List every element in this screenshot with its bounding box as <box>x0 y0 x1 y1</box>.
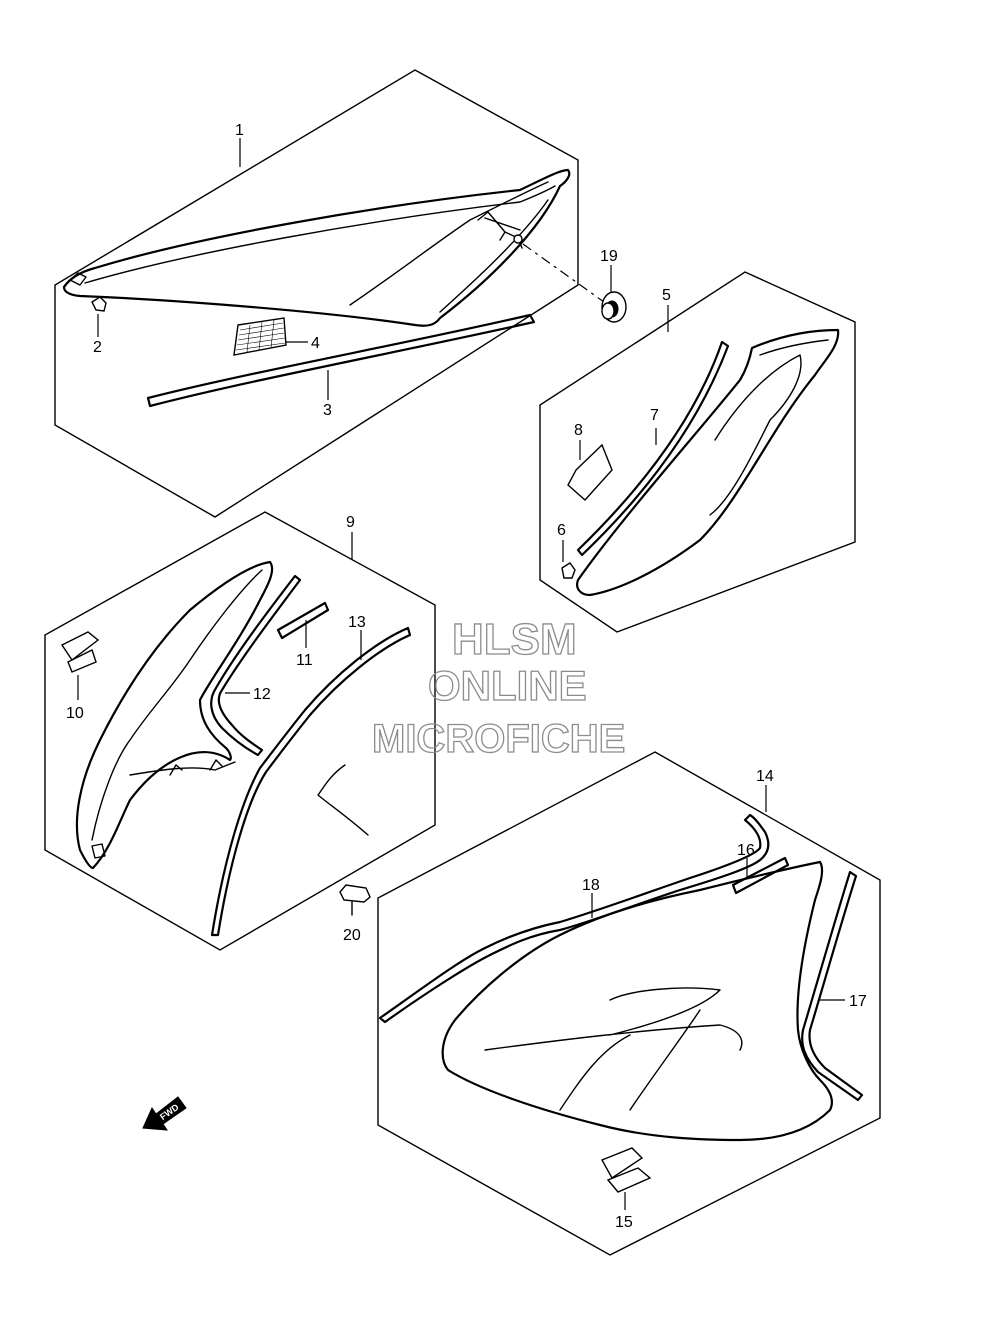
callout-10: 10 <box>66 705 84 722</box>
part-20-clip[interactable] <box>339 884 371 916</box>
part-16-strip[interactable] <box>731 856 790 895</box>
callout-9: 9 <box>346 514 355 531</box>
part-9-bracket <box>169 759 223 776</box>
part-15-emblem[interactable] <box>601 1147 652 1193</box>
watermark-line-2: ONLINE <box>428 662 587 709</box>
part-4-reflector-texture <box>235 319 286 353</box>
part-2-clip[interactable] <box>91 296 107 312</box>
part-1-frame-cover[interactable] <box>62 168 571 327</box>
callout-13: 13 <box>348 614 366 631</box>
callout-14: 14 <box>756 768 774 785</box>
group-14-tank-cover: 14 15 16 17 18 <box>377 751 881 1256</box>
part-5-side-cover-inner <box>709 339 829 516</box>
group-5-side-cover: 5 6 7 8 <box>539 271 856 633</box>
callout-1: 1 <box>235 122 244 139</box>
callout-12: 12 <box>253 686 271 703</box>
callout-7: 7 <box>650 407 659 424</box>
part-7-strip[interactable] <box>576 340 730 557</box>
callout-15: 15 <box>615 1214 633 1231</box>
watermark-line-1: HLSM <box>452 615 577 664</box>
callout-11: 11 <box>296 652 313 669</box>
callout-8: 8 <box>574 422 583 439</box>
part-1-front-clip <box>69 272 87 286</box>
part-18-trim[interactable] <box>378 813 770 1024</box>
callout-3: 3 <box>323 402 332 419</box>
callout-19: 19 <box>600 248 618 265</box>
assembly-line-19 <box>522 243 605 303</box>
group-5-box <box>539 271 856 633</box>
part-13-trim[interactable] <box>210 626 412 937</box>
part-13-trim-lower <box>317 764 369 836</box>
part-14-inner-vent <box>484 987 743 1111</box>
callout-4: 4 <box>311 335 320 352</box>
callout-20: 20 <box>343 927 361 944</box>
group-9-tank-cover: 9 10 11 12 13 <box>44 511 436 951</box>
group-1-frame-cover: 1 2 3 4 <box>54 69 579 518</box>
group-14-box <box>377 751 881 1256</box>
group-1-box <box>54 69 579 518</box>
group-9-box <box>44 511 436 951</box>
callout-2: 2 <box>93 339 102 356</box>
part-9-bottom-clip <box>91 843 106 859</box>
part-12-strip[interactable] <box>210 574 302 757</box>
part-17-strip[interactable] <box>801 870 864 1102</box>
callout-17: 17 <box>849 993 867 1010</box>
part-9-tank-cover[interactable] <box>75 560 274 870</box>
callout-18: 18 <box>582 877 600 894</box>
watermark: HLSM ONLINE MICROFICHE <box>371 614 626 761</box>
part-9-tank-cover-inner <box>91 569 263 841</box>
part-10-emblem[interactable] <box>60 631 100 673</box>
callout-6: 6 <box>557 522 566 539</box>
fwd-arrow-icon: FWD <box>142 1096 187 1131</box>
part-3-trim-strip[interactable] <box>146 313 536 408</box>
part-6-clip[interactable] <box>561 562 576 579</box>
part-1-clip-circle <box>513 234 523 244</box>
part-5-side-cover[interactable] <box>576 328 840 597</box>
callout-16: 16 <box>737 842 755 859</box>
part-19-grommet[interactable] <box>601 291 627 323</box>
part-11-strip[interactable] <box>276 601 330 640</box>
part-8-pad[interactable] <box>567 443 613 501</box>
callout-5: 5 <box>662 287 671 304</box>
part-1-frame-cover-inner <box>84 181 556 313</box>
watermark-line-3: MICROFICHE <box>372 717 625 761</box>
